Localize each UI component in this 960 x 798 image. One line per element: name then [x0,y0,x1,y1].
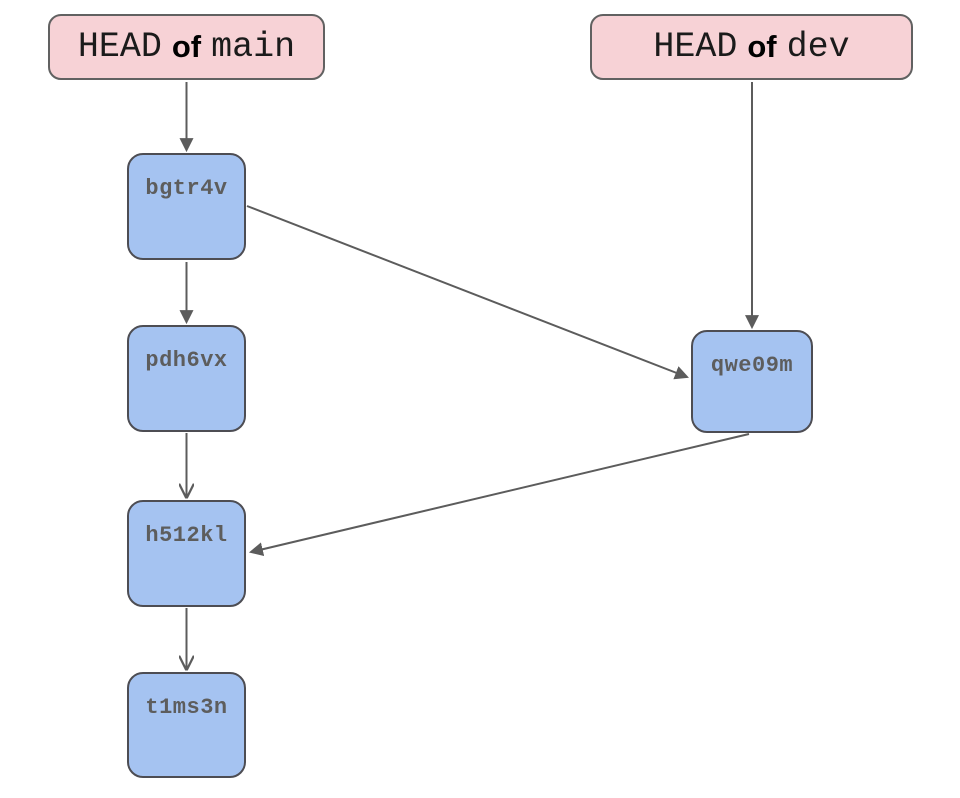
head-main-node: HEAD of main [48,14,325,80]
commit-node-qwe09m: qwe09m [691,330,813,433]
commit-label: qwe09m [710,353,794,378]
commit-label: t1ms3n [145,695,228,720]
edge-bgtr4v-to-qwe09m [246,205,689,380]
commit-node-pdh6vx: pdh6vx [127,325,246,432]
edge-qwe09m-to-h512kl [248,433,750,557]
head-main-word-head: HEAD [77,27,162,67]
commit-label: pdh6vx [145,348,228,373]
head-dev-branch-label: dev [786,27,850,67]
commit-label: h512kl [145,523,228,548]
commit-label: bgtr4v [145,176,228,201]
head-main-branch-label: main [211,27,296,67]
commit-node-bgtr4v: bgtr4v [127,153,246,260]
head-dev-word-head: HEAD [653,27,738,67]
commit-node-h512kl: h512kl [127,500,246,607]
head-dev-node: HEAD of dev [590,14,913,80]
commit-node-t1ms3n: t1ms3n [127,672,246,778]
head-dev-word-of: of [747,29,777,64]
head-main-word-of: of [171,29,202,64]
